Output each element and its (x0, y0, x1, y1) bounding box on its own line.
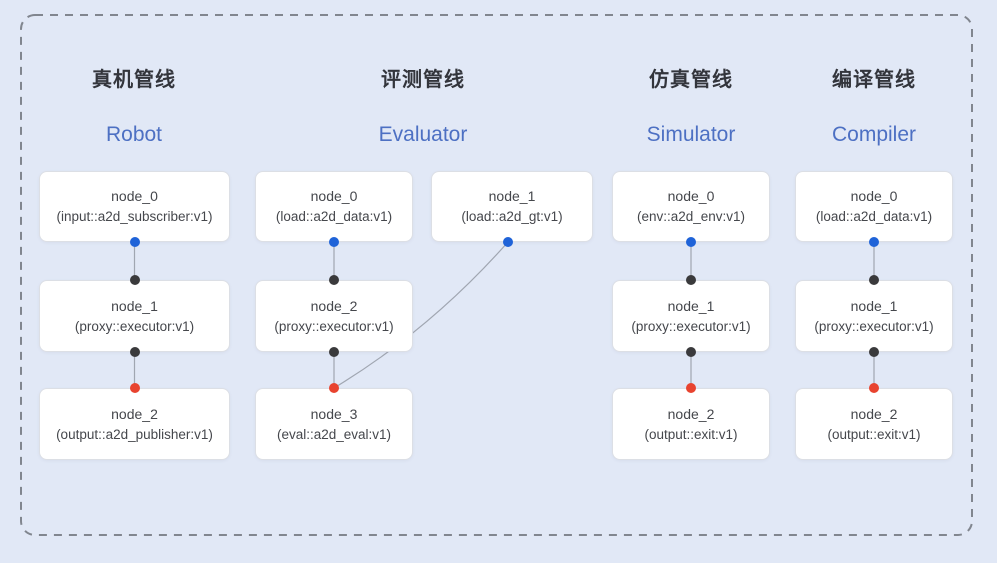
evaluator-node0-output-port-dot (329, 237, 339, 247)
compiler-node1-input-port-dot (869, 275, 879, 285)
node-name: node_2 (310, 297, 358, 314)
node-name: node_2 (667, 405, 715, 422)
node-type: (output::exit:v1) (644, 426, 738, 442)
node-type: (input::a2d_subscriber:v1) (56, 209, 213, 224)
node-name: node_1 (850, 297, 898, 314)
compiler-node0-output-port-dot (869, 237, 879, 247)
node-name: node_3 (310, 405, 358, 422)
robot-node-2-card[interactable]: node_2 (output::a2d_publisher:v1) (39, 388, 230, 460)
simulator-title-zh: 仿真管线 (649, 69, 733, 91)
node-name: node_0 (111, 188, 158, 204)
compiler-node2-input-port-dot (869, 383, 879, 393)
node-type: (proxy::executor:v1) (74, 318, 195, 334)
node-name: node_1 (111, 297, 158, 314)
simulator-node-1-card[interactable]: node_1 (proxy::executor:v1) (612, 280, 770, 352)
evaluator-node-1-card[interactable]: node_1 (load::a2d_gt:v1) (431, 171, 593, 242)
evaluator-title-zh: 评测管线 (381, 69, 465, 91)
node-type: (proxy::executor:v1) (814, 318, 934, 334)
robot-node-1-card[interactable]: node_1 (proxy::executor:v1) (39, 280, 230, 352)
node-type: (proxy::executor:v1) (274, 318, 394, 334)
simulator-title-en: Simulator (646, 123, 736, 146)
evaluator-node3-input-port-dot (329, 383, 339, 393)
evaluator-node-2-card[interactable]: node_2 (proxy::executor:v1) (255, 280, 413, 352)
node-name: node_2 (111, 405, 158, 422)
robot-title-en: Robot (105, 123, 163, 146)
robot-node0-output-port-dot (129, 237, 140, 247)
simulator-node1-output-port-dot (686, 347, 696, 357)
robot-title-zh: 真机管线 (92, 69, 176, 91)
evaluator-title-en: Evaluator (378, 123, 468, 146)
node-type: (proxy::executor:v1) (631, 318, 751, 334)
node-name: node_0 (850, 188, 898, 204)
node-name: node_2 (850, 405, 898, 422)
node-type: (load::a2d_data:v1) (815, 209, 933, 224)
node-type: (output::a2d_publisher:v1) (56, 426, 213, 442)
evaluator-node-3-card[interactable]: node_3 (eval::a2d_eval:v1) (255, 388, 413, 460)
node-type: (eval::a2d_eval:v1) (276, 426, 392, 442)
robot-node1-output-port-dot (129, 347, 140, 357)
simulator-node0-output-port-dot (686, 237, 696, 247)
simulator-node-0-card[interactable]: node_0 (env::a2d_env:v1) (612, 171, 770, 242)
robot-node-0-card[interactable]: node_0 (input::a2d_subscriber:v1) (39, 171, 230, 242)
node-type: (load::a2d_gt:v1) (461, 209, 563, 224)
compiler-node-0-card[interactable]: node_0 (load::a2d_data:v1) (795, 171, 953, 242)
simulator-node2-input-port-dot (686, 383, 696, 393)
node-name: node_1 (488, 188, 536, 204)
node-name: node_1 (667, 297, 715, 314)
evaluator-node2-output-port-dot (329, 347, 339, 357)
evaluator-node-0-card[interactable]: node_0 (load::a2d_data:v1) (255, 171, 413, 242)
node-type: (output::exit:v1) (827, 426, 921, 442)
edge-evaluator-node1-node3 (333, 241, 509, 389)
evaluator-node2-input-port-dot (329, 275, 339, 285)
node-name: node_0 (667, 188, 715, 204)
simulator-node1-input-port-dot (686, 275, 696, 285)
robot-node2-input-port-dot (129, 383, 140, 393)
canvas-dashed-border (20, 14, 973, 536)
simulator-node-2-card[interactable]: node_2 (output::exit:v1) (612, 388, 770, 460)
node-name: node_0 (310, 188, 358, 204)
robot-node1-input-port-dot (129, 275, 140, 285)
compiler-node-2-card[interactable]: node_2 (output::exit:v1) (795, 388, 953, 460)
compiler-title-zh: 编译管线 (832, 69, 916, 91)
node-type: (load::a2d_data:v1) (275, 209, 393, 224)
compiler-title-en: Compiler (831, 123, 917, 146)
compiler-node1-output-port-dot (869, 347, 879, 357)
evaluator-node1-output-port-dot (503, 237, 513, 247)
node-type: (env::a2d_env:v1) (636, 209, 746, 224)
compiler-node-1-card[interactable]: node_1 (proxy::executor:v1) (795, 280, 953, 352)
